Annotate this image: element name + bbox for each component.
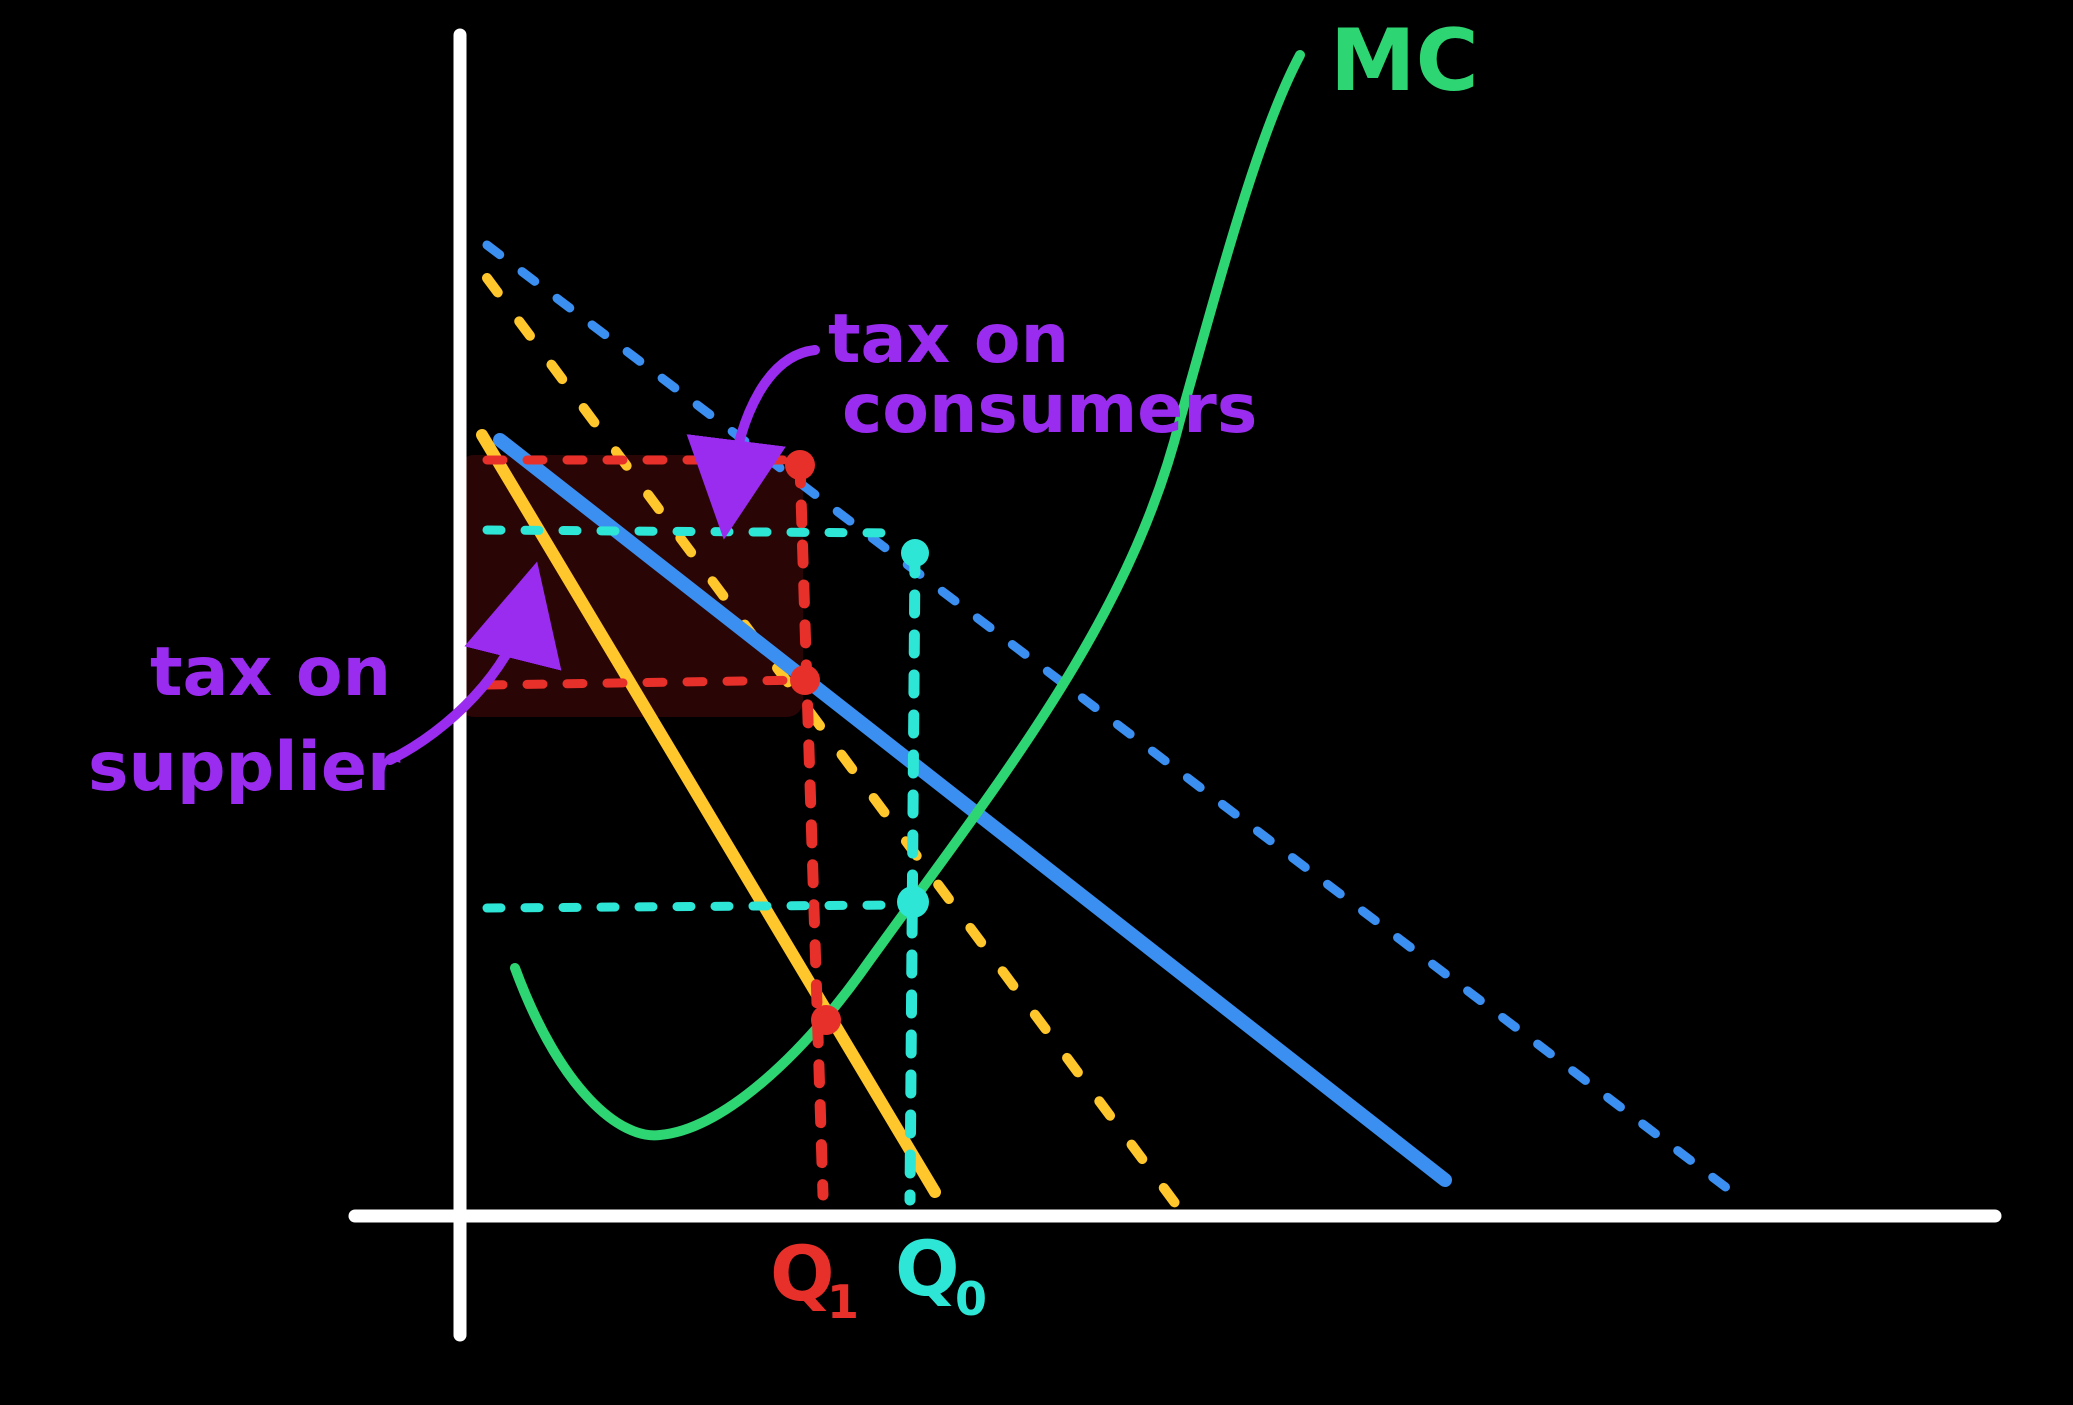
q0-vertical-dashed [904,549,921,1206]
mr-line [476,429,941,1198]
tax-mc-point [811,1005,841,1035]
tax-on-consumers-label-line2: consumers [842,370,1257,449]
tax-price-point [785,450,815,480]
q0-label: Q 0 [895,1224,987,1326]
tax-on-consumers-arrow [686,345,820,540]
tax-demand-point [790,665,820,695]
no-tax-mc-point [897,886,929,918]
demand-line [493,433,1452,1187]
q1-label: Q 1 [770,1229,859,1329]
mc-curve [510,50,1305,1141]
tax-on-consumers-label-line1: tax on [828,300,1069,379]
q0-label-letter: Q [895,1224,960,1313]
mc-label: MC [1330,11,1479,111]
tax-on-supplier-arrow [385,561,562,765]
q1-label-letter: Q [770,1229,835,1318]
q1-label-subscript: 1 [827,1275,859,1329]
q1-vertical-dashed [794,459,829,1201]
tax-on-supplier-label-line1: tax on [150,633,391,712]
no-tax-price-low-dashed [482,900,900,913]
q0-label-subscript: 0 [955,1272,987,1326]
tax-on-supplier-label-line2: supplier [88,728,401,807]
demand-dashed-line [482,240,1745,1203]
no-tax-price-point [901,539,929,567]
tax-price-low-dashed [482,675,810,690]
